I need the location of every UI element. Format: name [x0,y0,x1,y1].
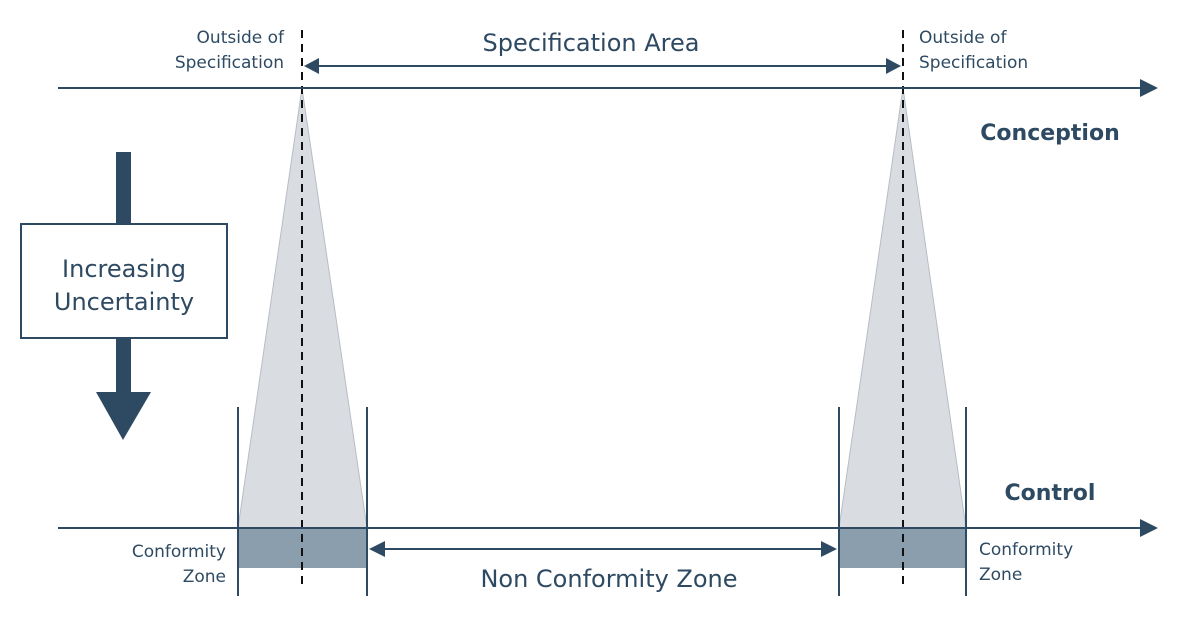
outside-spec-left-line1: Outside of [197,28,285,48]
spec-area-label: Specification Area [483,29,700,57]
uncertainty-arrow-shaft-top [116,152,131,224]
conception-label: Conception [980,121,1119,146]
spec-area-arrow-left-head [304,58,319,74]
non-conformity-arrow-right-head [821,541,837,557]
conformity-right-line1: Conformity [979,540,1073,560]
conception-axis-arrowhead [1140,79,1158,97]
control-axis-arrowhead [1140,519,1158,537]
spec-area-arrow-right-head [886,58,901,74]
uncertainty-box [20,223,228,339]
outside-spec-left-line2: Specification [175,53,284,73]
right-uncertainty-cone [838,87,967,529]
conformity-right-line2: Zone [979,565,1022,585]
outside-spec-right-line2: Specification [919,53,1028,73]
conformity-left-line2: Zone [183,567,226,587]
uncertainty-label-line2: Uncertainty [54,288,194,316]
non-conformity-label: Non Conformity Zone [480,565,737,593]
outside-spec-right-line1: Outside of [919,28,1007,48]
left-uncertainty-cone [237,87,368,529]
conformity-left-line1: Conformity [132,542,226,562]
control-label: Control [1005,481,1096,506]
uncertainty-label-line1: Increasing [62,255,186,283]
uncertainty-arrow-shaft-bottom [116,338,131,394]
non-conformity-arrow-left-head [369,541,385,557]
uncertainty-arrow-head [96,392,151,440]
